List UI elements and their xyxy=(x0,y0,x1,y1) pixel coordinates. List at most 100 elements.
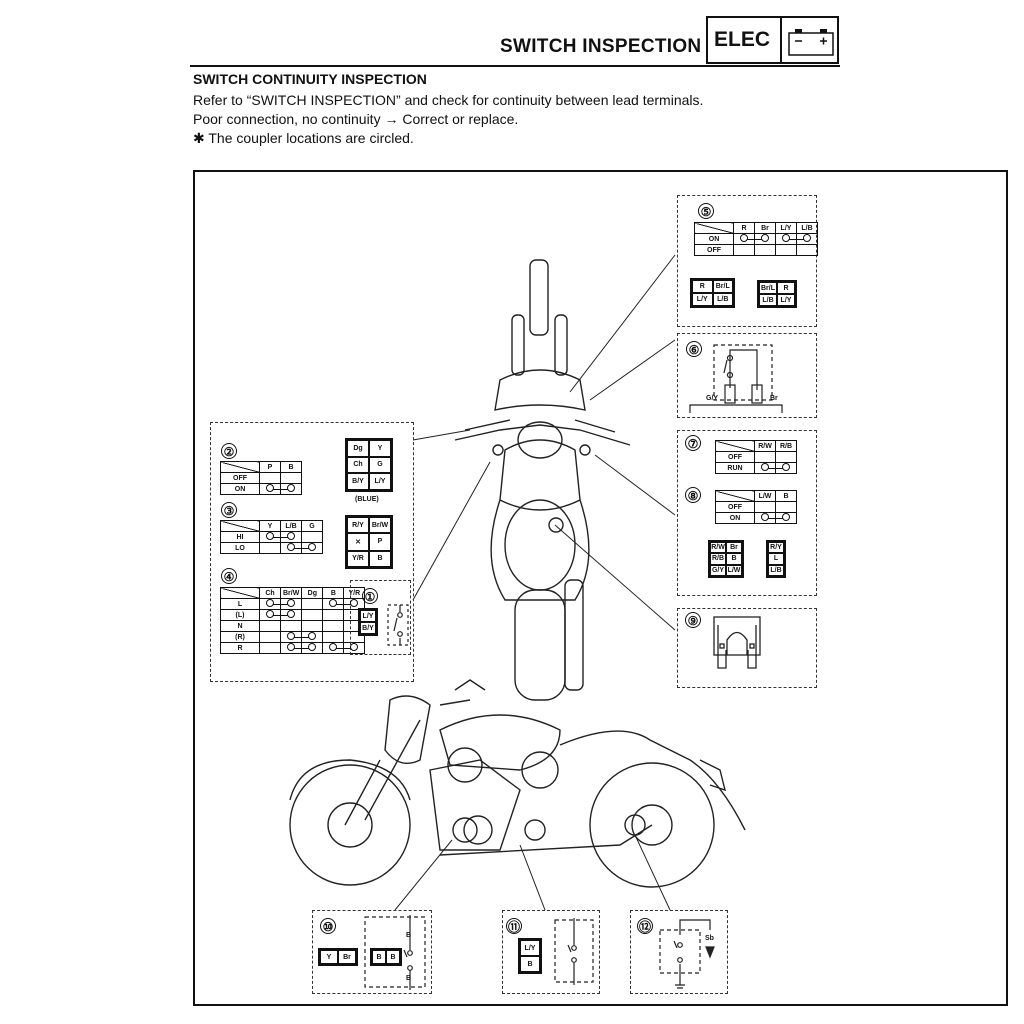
terminal-circle xyxy=(350,643,359,651)
terminal-label: Dg xyxy=(347,440,369,457)
switch-box-11 xyxy=(502,910,600,994)
motorcycle-top-view xyxy=(454,259,631,701)
continuity-cell xyxy=(753,233,776,245)
diagram-frame xyxy=(193,170,1008,1006)
item-number: ⑨ xyxy=(685,612,701,628)
terminal-label: L xyxy=(768,553,784,565)
terminal-label: L/Y xyxy=(692,293,713,306)
terminal-label: G xyxy=(369,456,391,474)
terminal-label: Y xyxy=(320,950,338,964)
terminal-circle xyxy=(266,484,274,492)
terminal-circle xyxy=(329,599,338,607)
continuity-cell xyxy=(279,598,303,610)
terminal-circle xyxy=(287,599,296,607)
terminal-label: B/Y xyxy=(347,473,369,490)
switch-box-1 xyxy=(350,580,411,655)
terminal-label: Ch xyxy=(347,456,369,474)
terminal-label: P xyxy=(369,533,391,551)
table-row: ON xyxy=(715,512,797,524)
continuity-cell xyxy=(300,542,323,554)
terminal-circle xyxy=(266,599,274,607)
page-title: SWITCH INSPECTION xyxy=(500,36,702,57)
item-number: ⑥ xyxy=(686,341,702,357)
terminal-label: L/B xyxy=(712,293,733,306)
item-number: ⑪ xyxy=(506,918,522,934)
terminal-circle xyxy=(761,234,769,242)
terminal-circle xyxy=(329,643,338,651)
terminal-label: ✕ xyxy=(347,533,369,551)
terminal-circle xyxy=(287,484,295,492)
continuity-cell xyxy=(342,642,366,654)
continuity-cell xyxy=(796,244,818,256)
table-row: L xyxy=(220,598,366,610)
continuity-cell xyxy=(322,642,346,654)
terminal-label: B xyxy=(369,550,391,567)
terminal-label: Y xyxy=(369,440,391,457)
terminal-label: L/W xyxy=(726,564,742,576)
terminal-label: Br/L xyxy=(759,282,777,294)
terminal-circle xyxy=(782,513,790,521)
table-row: R xyxy=(220,642,366,654)
continuity-cell xyxy=(774,462,797,474)
terminal-label: B xyxy=(386,950,400,964)
terminal-label: Br/W xyxy=(369,517,391,534)
item-number: ⑤ xyxy=(698,203,714,219)
terminal-label: R xyxy=(692,280,713,293)
terminal-circle xyxy=(308,543,316,551)
continuity-cell xyxy=(279,642,305,654)
switch-box-2-3-4 xyxy=(210,422,414,682)
item-number: ⑧ xyxy=(685,487,701,503)
wire-label: Sb xyxy=(705,935,714,942)
terminal-circle xyxy=(287,632,296,640)
wire-label: B xyxy=(406,975,412,982)
terminal-circle xyxy=(287,543,295,551)
terminal-circle xyxy=(308,632,317,640)
continuity-cell xyxy=(279,631,305,643)
terminal-label: L/Y xyxy=(369,473,391,490)
terminal-label: R xyxy=(777,282,795,294)
terminal-circle xyxy=(266,532,274,540)
continuity-cell xyxy=(279,483,302,495)
switch-box-5 xyxy=(677,195,817,327)
terminal-circle xyxy=(803,234,811,242)
battery-icon xyxy=(788,29,834,56)
item-number: ③ xyxy=(221,502,237,518)
note-line: ✱ The coupler locations are circled. xyxy=(193,130,414,146)
coupler-caption: (BLUE) xyxy=(355,496,379,503)
row-label: OFF xyxy=(694,244,734,256)
terminal-circle xyxy=(350,599,359,607)
terminal-label: Br xyxy=(338,950,356,964)
terminal-circle xyxy=(287,532,295,540)
switch-box-10 xyxy=(312,910,432,994)
table-row: (L) xyxy=(220,609,366,621)
header-rule xyxy=(190,65,840,67)
terminal-label: L/Y xyxy=(520,940,540,956)
item-number: ⑩ xyxy=(320,918,336,934)
motorcycle-side-view xyxy=(289,679,746,888)
item-number: ② xyxy=(221,443,237,459)
terminal-label: B/Y xyxy=(360,622,376,634)
terminal-label: Br/L xyxy=(712,280,733,293)
terminal-circle xyxy=(782,234,790,242)
terminal-label: R/Y xyxy=(768,542,784,554)
terminal-circle xyxy=(266,610,274,618)
terminal-circle xyxy=(761,463,769,471)
terminal-circle xyxy=(782,463,790,471)
table-row: LO xyxy=(220,542,323,554)
